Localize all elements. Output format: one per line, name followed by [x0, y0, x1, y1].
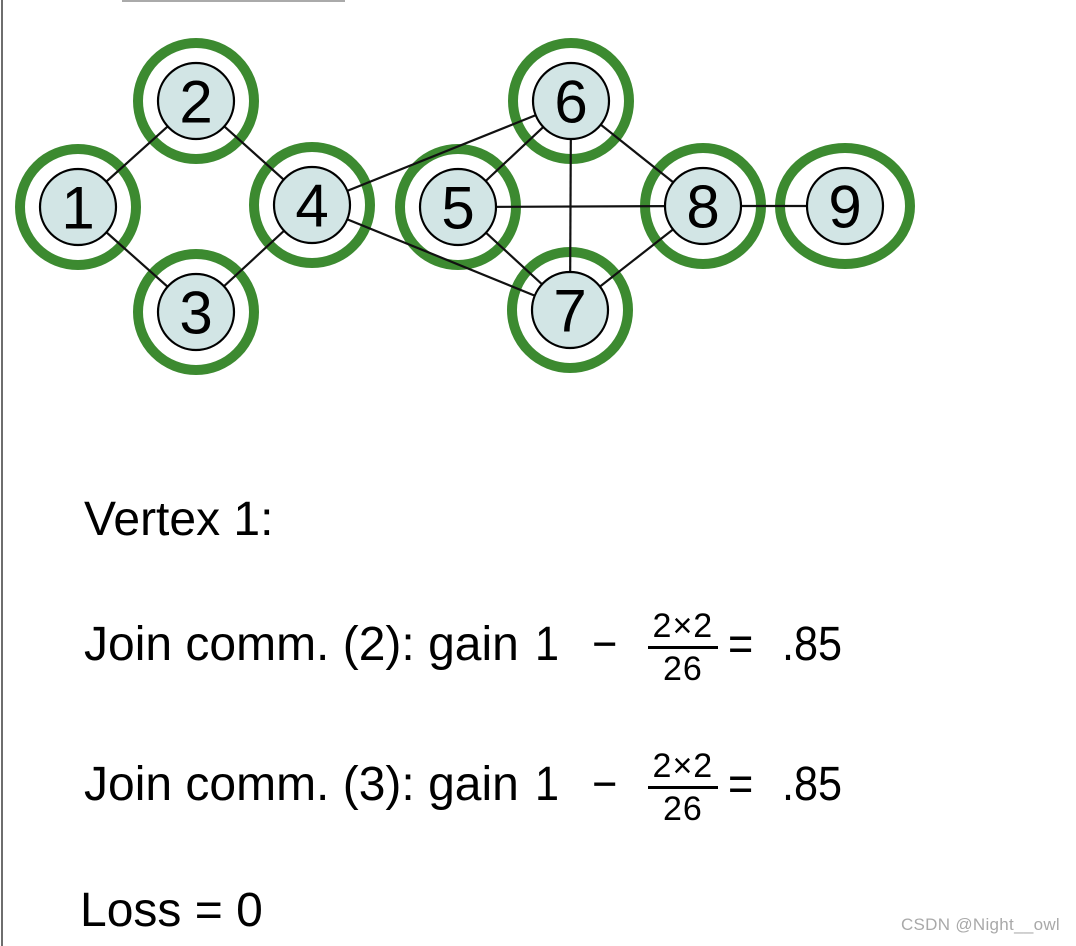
community-ring [15, 144, 141, 270]
equation-result: .85 [782, 758, 843, 811]
vertex-heading: Vertex 1: [84, 493, 274, 546]
graph-node [38, 167, 118, 247]
slide-left-border [1, 0, 3, 946]
node-label: 7 [553, 278, 586, 345]
equation-lhs: 1 [534, 618, 559, 671]
fraction: 2×2 26 [647, 749, 719, 828]
equation-prefix: Join comm. (2): gain [84, 618, 519, 671]
community-ring [133, 249, 259, 375]
equation-result: .85 [782, 618, 843, 671]
equation-lhs: 1 [534, 758, 559, 811]
graph-node [663, 166, 743, 246]
graph-node [530, 270, 610, 350]
graph-edge [311, 203, 571, 312]
community-ring [249, 142, 375, 268]
node-label: 9 [828, 174, 861, 241]
graph-node [805, 166, 885, 246]
node-label: 1 [61, 175, 94, 242]
equals-sign: = [728, 618, 754, 671]
minus-sign: − [591, 758, 617, 811]
graph-node [156, 61, 236, 141]
watermark: CSDN @Night__owl [900, 915, 1060, 934]
fraction-numerator: 2×2 [647, 609, 719, 649]
node-label: 3 [179, 280, 212, 347]
node-label: 8 [686, 174, 719, 241]
graph-node [531, 61, 611, 141]
graph-node [156, 272, 236, 352]
community-graph: 1 2 3 4 5 6 7 8 9 [15, 38, 915, 375]
fraction: 2×2 26 [647, 609, 719, 688]
fraction-denominator: 26 [662, 650, 703, 688]
gain-equation-comm3: Join comm. (3): gain 1 − 2×2 26 = .85 [84, 749, 849, 849]
graph-node [418, 167, 498, 247]
fraction-denominator: 26 [662, 790, 703, 828]
fraction-numerator: 2×2 [647, 749, 719, 789]
equation-prefix: Join comm. (3): gain [84, 758, 519, 811]
graph-edge [311, 99, 572, 207]
node-label: 2 [179, 69, 212, 136]
equals-sign: = [728, 758, 754, 811]
graph-node [272, 165, 352, 245]
loss-line: Loss = 0 [80, 884, 263, 937]
gain-equation-comm2: Join comm. (2): gain 1 − 2×2 26 = .85 [84, 609, 849, 709]
minus-sign: − [591, 618, 617, 671]
node-label: 4 [295, 173, 328, 240]
community-ring [133, 38, 259, 164]
graph-edge [457, 204, 704, 209]
node-label: 5 [441, 175, 474, 242]
node-label: 6 [554, 69, 587, 136]
cropped-title-remnant [122, 0, 345, 2]
